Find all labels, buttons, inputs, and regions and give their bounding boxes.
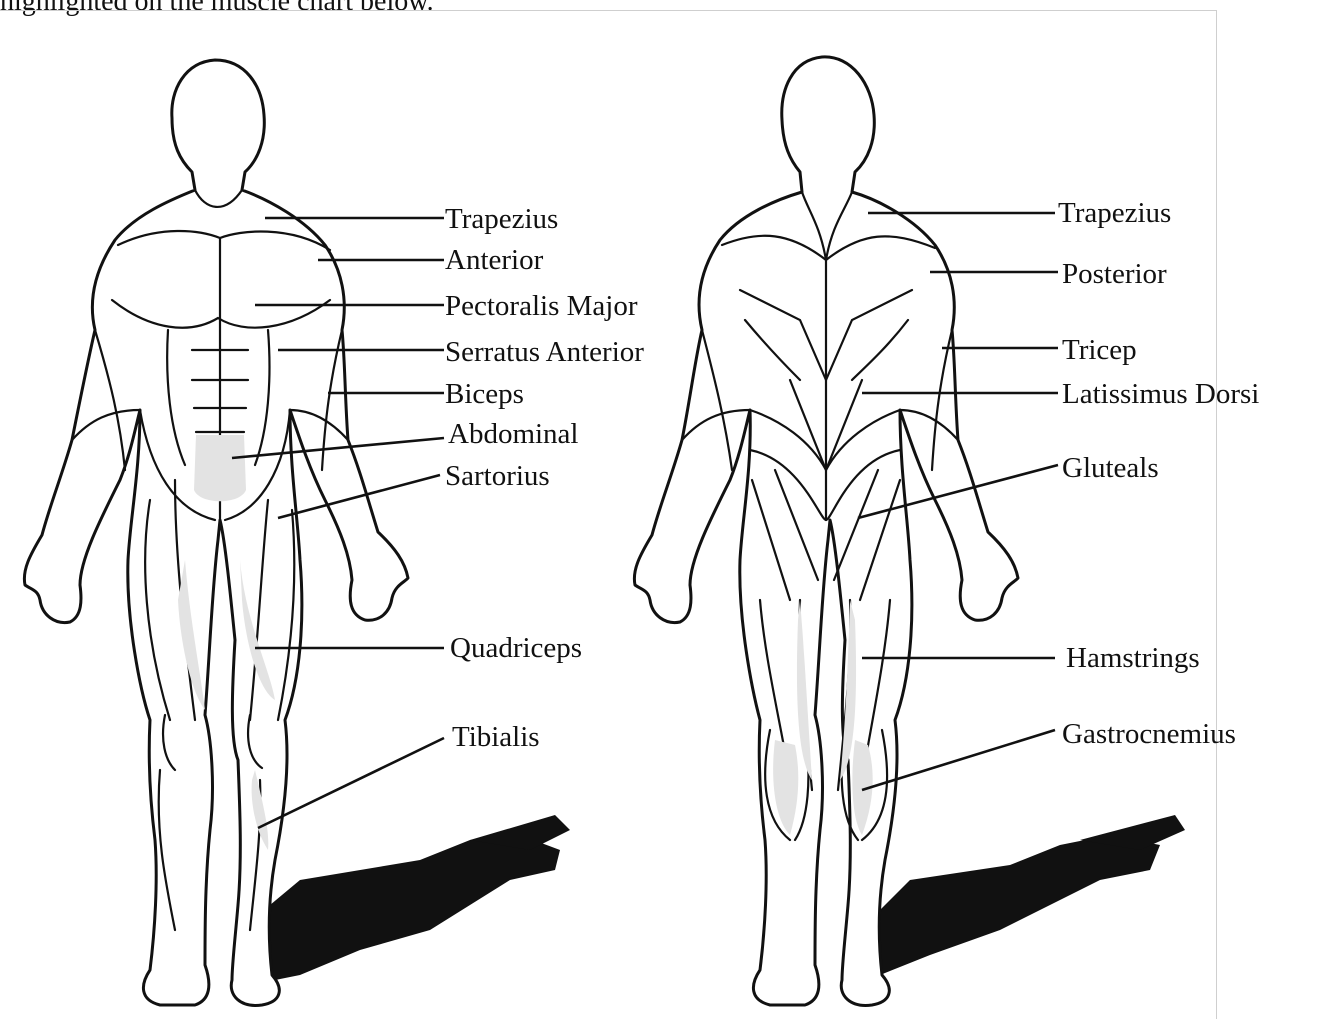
label-sartorius: Sartorius xyxy=(445,460,550,492)
label-biceps: Biceps xyxy=(445,378,524,410)
front-figure xyxy=(24,60,570,1005)
label-abdominal: Abdominal xyxy=(448,418,579,450)
label-quadriceps: Quadriceps xyxy=(450,632,582,664)
label-tricep: Tricep xyxy=(1062,334,1137,366)
label-latissimus-dorsi: Latissimus Dorsi xyxy=(1062,378,1259,410)
label-trapezius-front: Trapezius xyxy=(445,203,558,235)
back-labels: Trapezius Posterior Tricep Latissimus Do… xyxy=(1058,197,1259,750)
label-posterior: Posterior xyxy=(1062,258,1167,290)
label-serratus-anterior: Serratus Anterior xyxy=(445,336,644,368)
label-gluteals: Gluteals xyxy=(1062,452,1159,484)
label-hamstrings: Hamstrings xyxy=(1066,642,1200,674)
label-pectoralis-major: Pectoralis Major xyxy=(445,290,638,322)
label-trapezius-back: Trapezius xyxy=(1058,197,1171,229)
label-gastrocnemius: Gastrocnemius xyxy=(1062,718,1236,750)
label-anterior: Anterior xyxy=(445,244,544,276)
front-labels: Trapezius Anterior Pectoralis Major Serr… xyxy=(445,203,644,753)
label-tibialis: Tibialis xyxy=(452,721,540,753)
